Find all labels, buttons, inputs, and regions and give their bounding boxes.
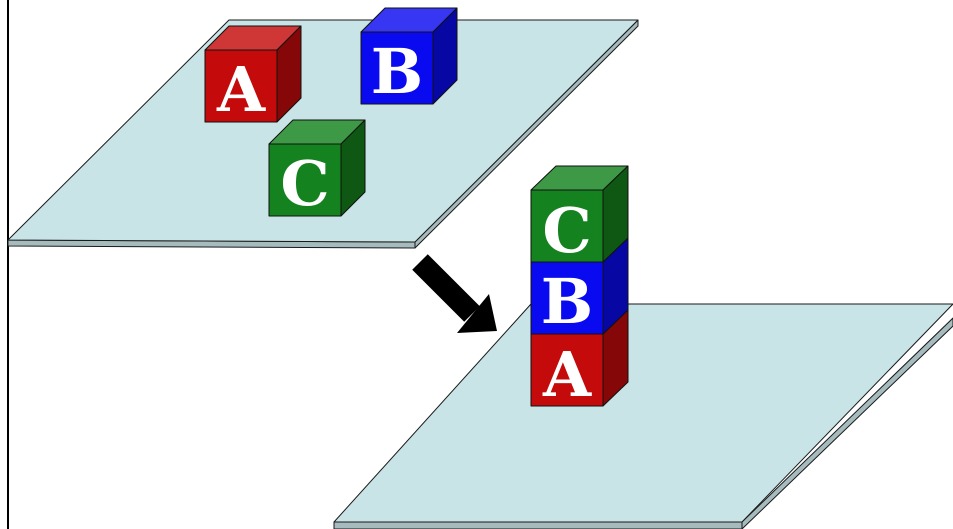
initial-block-a-front: [204, 49, 278, 123]
goal-table-surface: [333, 303, 953, 523]
initial-block-b: B: [360, 7, 458, 108]
goal-block-c: C: [530, 165, 629, 267]
goal-state-table: [333, 303, 953, 529]
transition-arrow-head: [457, 294, 497, 333]
arrow-down-right-icon: [412, 254, 497, 333]
initial-block-b-label: B: [371, 35, 423, 108]
initial-block-c: C: [268, 119, 366, 220]
goal-block-b-front: [530, 261, 604, 335]
initial-block-a-label: A: [216, 53, 266, 126]
goal-block-c-front: [530, 189, 604, 263]
goal-block-a-front: [530, 333, 604, 407]
goal-table-front-edge: [333, 521, 743, 529]
initial-block-c-label: C: [280, 147, 329, 220]
goal-block-a: A: [530, 309, 629, 411]
transition-arrow-shaft: [412, 254, 480, 322]
goal-block-a-label: A: [542, 338, 592, 411]
initial-block-b-front: [360, 31, 434, 105]
initial-block-a: A: [204, 25, 302, 126]
goal-block-b-label: B: [541, 265, 593, 338]
goal-table-side-edge: [741, 317, 953, 529]
initial-block-c-front: [268, 143, 342, 217]
goal-block-c-label: C: [542, 194, 591, 267]
goal-block-b: B: [530, 237, 629, 338]
